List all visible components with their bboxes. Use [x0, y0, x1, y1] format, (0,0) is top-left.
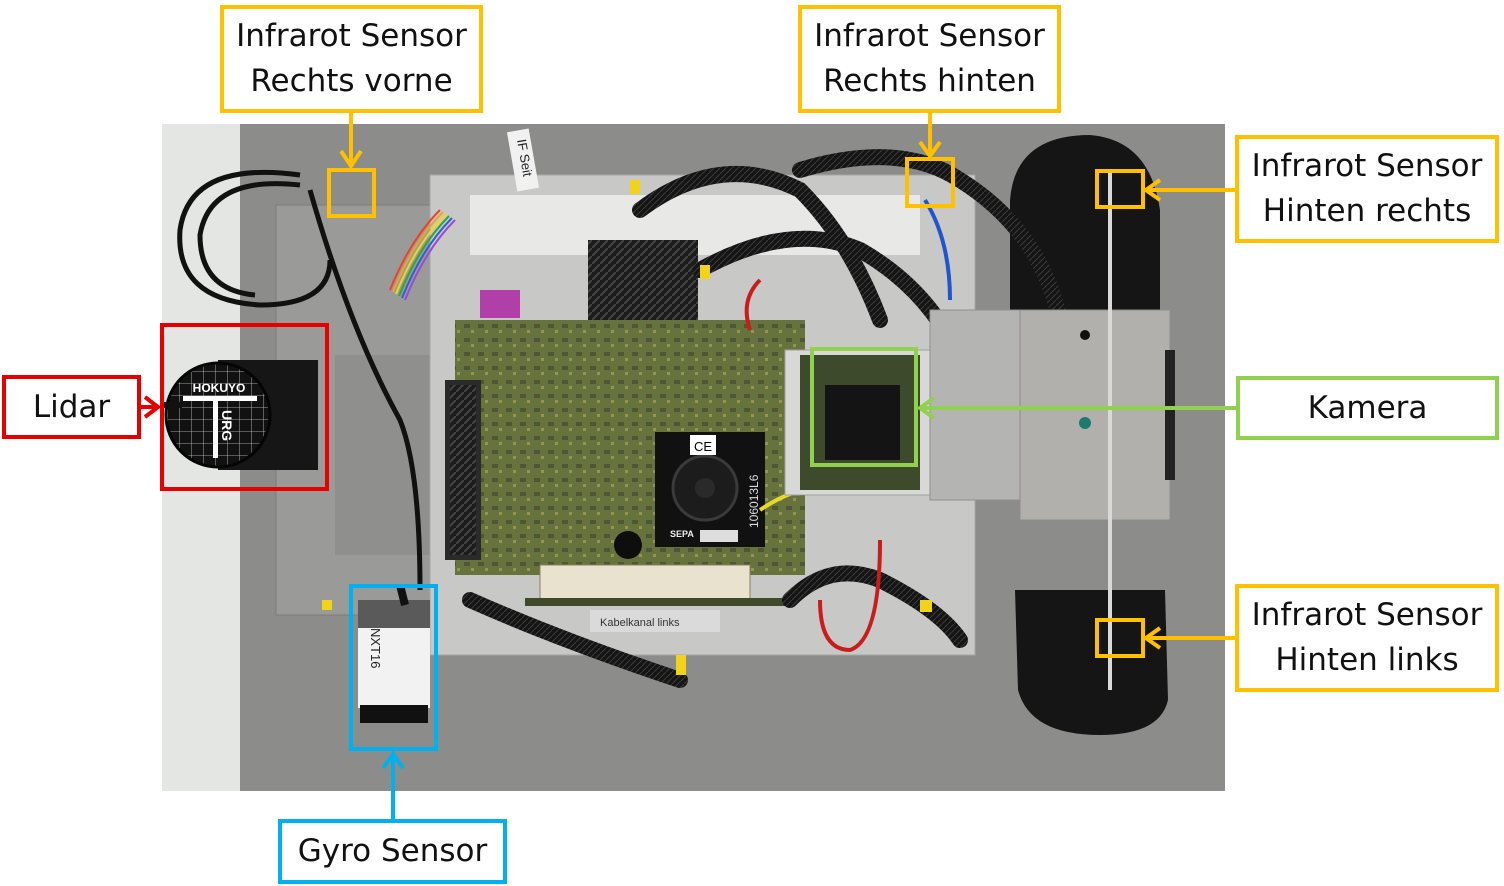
cable-ties [322, 180, 932, 675]
heatsink [588, 240, 698, 320]
callout-line: Infrarot Sensor [1251, 148, 1483, 184]
sepa-label: SEPA [670, 529, 694, 539]
callout-kamera: Kamera [1236, 376, 1499, 440]
wheel-top-right [1010, 135, 1160, 330]
callout-ir-rechts-vorne: Infrarot Sensor Rechts vorne [220, 5, 483, 113]
callout-line: Infrarot Sensor [236, 18, 467, 54]
callout-line: Gyro Sensor [297, 833, 488, 869]
highlight-ir-rechts-vorne [327, 168, 376, 218]
cable-label-bottom: Kabelkanal links [600, 617, 680, 629]
callout-ir-hinten-links: Infrarot Sensor Hinten links [1235, 584, 1499, 692]
callout-line: Kamera [1307, 389, 1428, 426]
callout-line: Rechts hinten [823, 63, 1036, 99]
wheel-bottom-right [1015, 590, 1168, 735]
highlight-ir-rechts-hinten [905, 157, 955, 208]
lidar-model-label: URG [219, 410, 235, 441]
callout-line: Lidar [32, 388, 111, 425]
gyro-device: NXT16 [358, 584, 430, 723]
callout-line: Infrarot Sensor [1251, 597, 1483, 633]
ce-mark: CE [694, 439, 712, 454]
lidar-device: HOKUYO URG [162, 360, 318, 470]
callout-line: Rechts vorne [250, 63, 453, 99]
callout-ir-rechts-hinten: Infrarot Sensor Rechts hinten [798, 5, 1061, 113]
highlight-gyro [349, 584, 438, 751]
highlight-kamera [810, 347, 918, 467]
gyro-model-label: NXT16 [368, 628, 383, 668]
coiled-cable [177, 169, 423, 591]
ribbon-cable [389, 209, 456, 301]
callout-line: Hinten rechts [1262, 193, 1472, 229]
callout-line: Hinten links [1275, 642, 1459, 678]
callout-line: Infrarot Sensor [814, 18, 1045, 54]
board-serial-label: 106013L6 [747, 474, 761, 528]
camera-bracket [929, 309, 1175, 521]
callout-lidar: Lidar [2, 375, 141, 439]
pci-slot [539, 564, 751, 601]
fan-module: CE SEPA 106013L6 [614, 432, 765, 559]
cable-label-top: IF Seit [514, 138, 535, 178]
highlight-ir-hinten-links [1095, 618, 1145, 658]
highlight-ir-hinten-rechts [1095, 169, 1145, 209]
callout-gyro: Gyro Sensor [278, 819, 507, 884]
highlight-lidar [160, 323, 329, 491]
callout-ir-hinten-rechts: Infrarot Sensor Hinten rechts [1235, 135, 1499, 243]
lidar-brand-label: HOKUYO [193, 381, 246, 395]
